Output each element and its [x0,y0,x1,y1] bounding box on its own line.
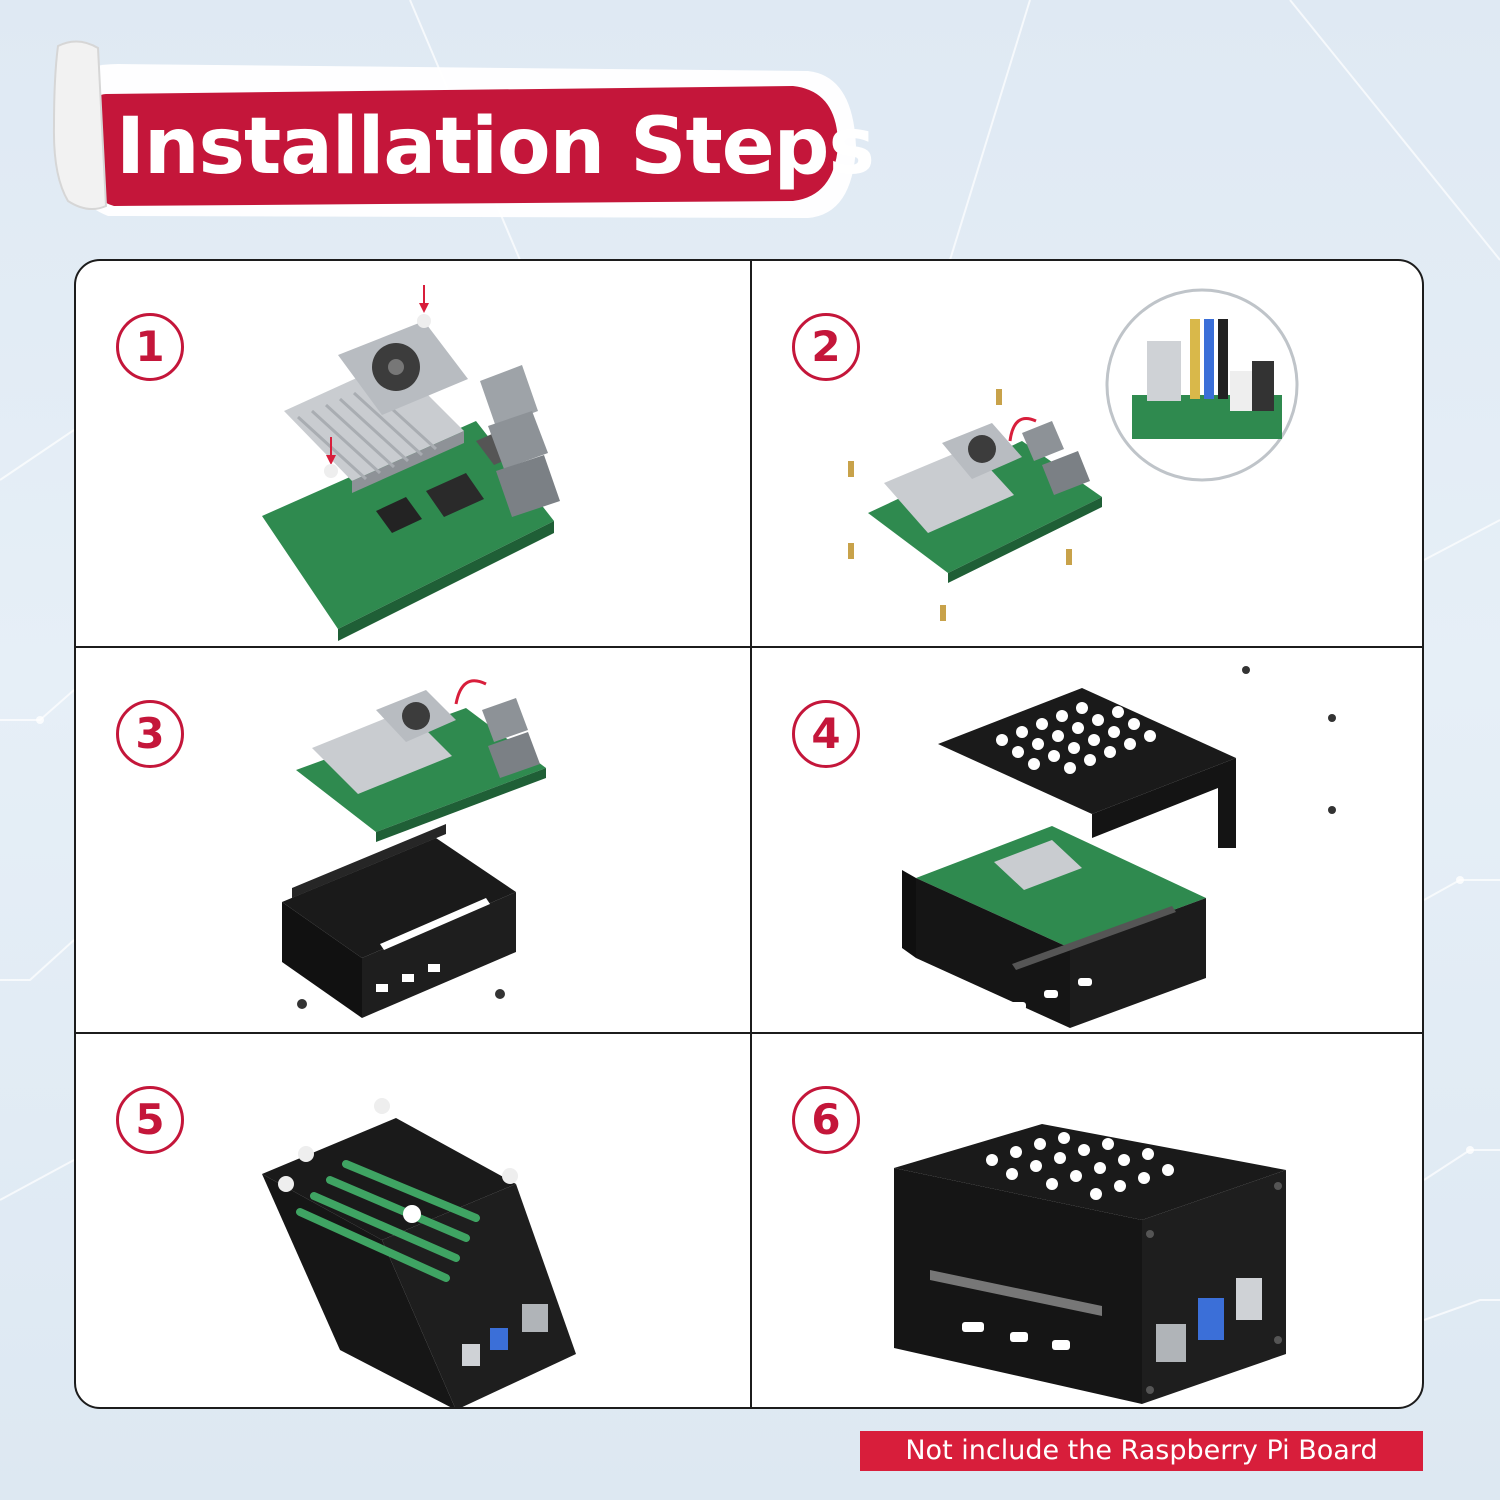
grid-divider-vertical [750,261,752,1407]
step-6-panel: 6 [752,1034,1422,1407]
board-into-case-bottom-icon [282,679,546,1018]
step-2-panel: 2 [752,261,1422,646]
disclaimer-note: Not include the Raspberry Pi Board [860,1431,1423,1471]
step-number-icon: 1 [116,313,184,381]
raspberry-pi-board-icon [262,285,560,641]
step-number-icon: 2 [792,313,860,381]
step-3-panel: 3 [76,648,750,1033]
step-4-panel: 4 [752,648,1422,1033]
magnifier-circle-icon [1132,319,1282,439]
steps-grid: 1 [74,259,1424,1409]
page-title: Installation Steps [116,102,875,192]
grid-divider-horizontal [76,646,1422,648]
step-number-icon: 6 [792,1086,860,1154]
step-number-icon: 3 [116,700,184,768]
step-1-panel: 1 [76,261,750,646]
title-banner [52,40,856,218]
case-cover-icon [902,666,1336,1028]
step-number-icon: 4 [792,700,860,768]
assembled-case-icon [894,1124,1286,1404]
board-with-standoffs-icon [848,288,1299,621]
step-number-icon: 5 [116,1086,184,1154]
grid-divider-horizontal [76,1032,1422,1034]
step-5-panel: 5 [76,1034,750,1407]
case-top-cover-icon [262,1098,576,1407]
